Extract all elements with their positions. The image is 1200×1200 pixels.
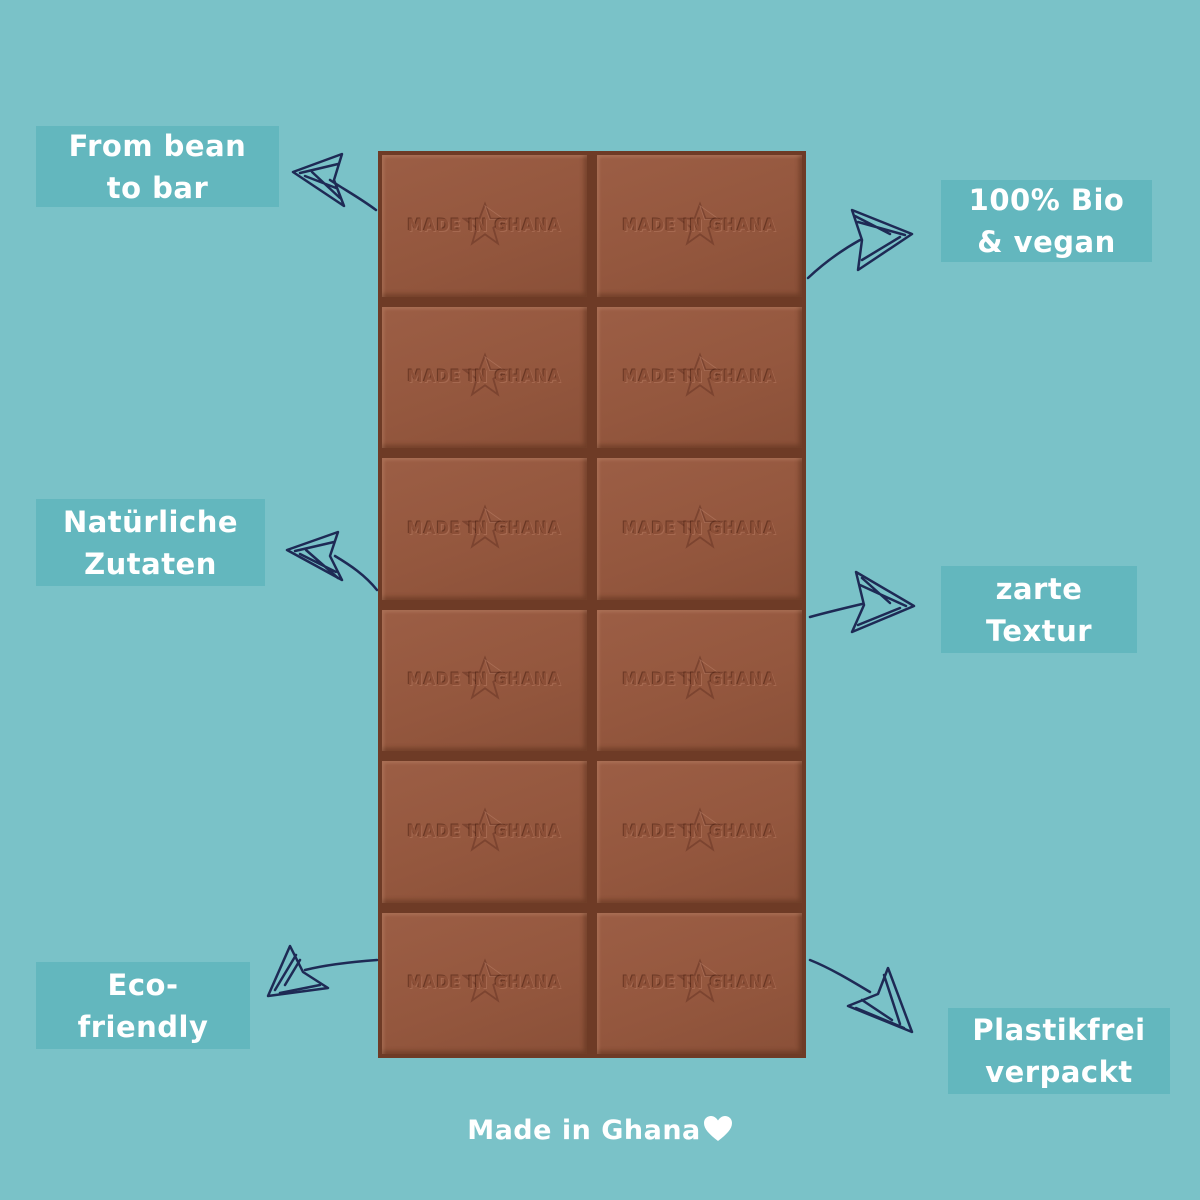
star-icon bbox=[461, 201, 508, 246]
emboss-text: MADE IN GHANA bbox=[622, 367, 777, 388]
label-line: Zutaten bbox=[84, 546, 217, 581]
star-icon bbox=[676, 958, 723, 1004]
emboss-text: MADE IN GHANA bbox=[622, 518, 777, 539]
star-icon bbox=[461, 352, 508, 398]
label-natuerliche-zutaten: Natürliche Zutaten bbox=[36, 499, 265, 586]
emboss-text: MADE IN GHANA bbox=[407, 215, 562, 236]
star-icon bbox=[461, 958, 508, 1004]
chocolate-piece: MADE IN GHANA bbox=[382, 458, 587, 600]
label-line: verpackt bbox=[985, 1055, 1133, 1089]
footer: Made in Ghana bbox=[0, 1115, 1200, 1146]
star-icon bbox=[676, 655, 723, 701]
label-line: & vegan bbox=[977, 225, 1116, 259]
label-line: 100% Bio bbox=[968, 183, 1125, 217]
label-plastikfrei-verpackt: Plastikfrei verpackt bbox=[948, 1008, 1170, 1094]
star-icon bbox=[461, 655, 508, 701]
label-eco-friendly: Eco- friendly bbox=[36, 962, 250, 1049]
emboss-text: MADE IN GHANA bbox=[622, 821, 777, 842]
chocolate-piece: MADE IN GHANA bbox=[597, 761, 802, 903]
label-zarte-textur: zarte Textur bbox=[941, 566, 1137, 653]
label-line: Textur bbox=[985, 613, 1093, 648]
label-from-bean-to-bar: From bean to bar bbox=[36, 126, 279, 207]
chocolate-piece: MADE IN GHANA bbox=[597, 306, 802, 448]
star-icon bbox=[676, 352, 723, 398]
label-line: friendly bbox=[77, 1009, 209, 1044]
emboss-text: MADE IN GHANA bbox=[622, 670, 777, 691]
chocolate-bar: MADE IN GHANA MADE IN GHANA MADE IN GHANA M… bbox=[378, 151, 806, 1058]
chocolate-piece: MADE IN GHANA bbox=[597, 609, 802, 751]
arrow-icon bbox=[291, 152, 378, 212]
star-icon bbox=[461, 504, 508, 549]
label-line: Natürliche bbox=[62, 504, 239, 539]
heart-icon bbox=[703, 1116, 732, 1141]
star-icon bbox=[676, 807, 723, 852]
arrow-icon bbox=[266, 944, 379, 998]
chocolate-piece: MADE IN GHANA bbox=[597, 458, 802, 600]
arrow-icon bbox=[806, 208, 914, 280]
chocolate-piece: MADE IN GHANA bbox=[382, 609, 587, 751]
arrow-icon bbox=[285, 530, 379, 592]
star-icon bbox=[676, 201, 723, 246]
emboss-text: MADE IN GHANA bbox=[407, 821, 562, 842]
emboss-text: MADE IN GHANA bbox=[407, 367, 562, 388]
chocolate-piece: MADE IN GHANA bbox=[382, 306, 587, 448]
emboss-text: MADE IN GHANA bbox=[407, 670, 562, 691]
chocolate-piece: MADE IN GHANA bbox=[597, 912, 802, 1054]
chocolate-piece: MADE IN GHANA bbox=[382, 155, 587, 297]
emboss-text: MADE IN GHANA bbox=[407, 518, 562, 539]
chocolate-piece: MADE IN GHANA bbox=[597, 155, 802, 297]
label-bio-vegan: 100% Bio & vegan bbox=[941, 180, 1152, 262]
label-line: Plastikfrei bbox=[972, 1013, 1146, 1047]
chocolate-piece: MADE IN GHANA bbox=[382, 761, 587, 903]
star-icon bbox=[461, 807, 508, 852]
emboss-text: MADE IN GHANA bbox=[622, 215, 777, 236]
label-line: to bar bbox=[106, 170, 209, 205]
footer-text: Made in Ghana bbox=[467, 1115, 701, 1146]
label-line: zarte bbox=[995, 571, 1083, 606]
emboss-text: MADE IN GHANA bbox=[622, 973, 777, 994]
arrow-icon bbox=[808, 570, 916, 634]
label-line: From bean bbox=[68, 128, 247, 163]
emboss-text: MADE IN GHANA bbox=[407, 973, 562, 994]
chocolate-piece: MADE IN GHANA bbox=[382, 912, 587, 1054]
arrow-icon bbox=[808, 958, 914, 1034]
label-line: Eco- bbox=[107, 967, 179, 1002]
star-icon bbox=[676, 504, 723, 549]
